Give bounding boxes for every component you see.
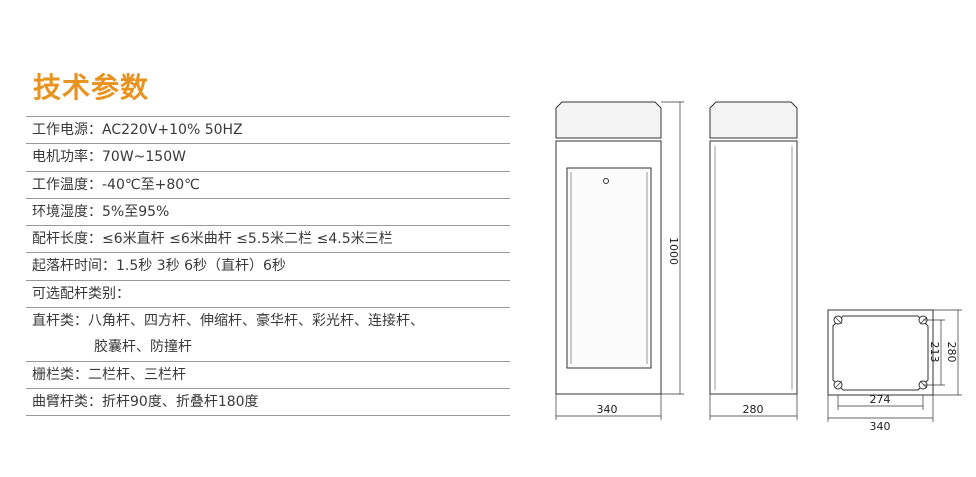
section-title: 技术参数 bbox=[33, 71, 150, 104]
front-view-drawing bbox=[555, 101, 684, 420]
base-outer-height-label: 280 bbox=[945, 342, 958, 363]
spec-row-optional-poles: 可选配杆类别： bbox=[26, 279, 510, 307]
base-view-drawing bbox=[827, 309, 962, 422]
spec-row-straight-poles: 直杆类：八角杆、四方杆、伸缩杆、豪华杆、彩光杆、连接杆、 bbox=[26, 307, 510, 334]
spec-row-humidity: 环境湿度：5%至95% bbox=[26, 197, 510, 225]
spec-row-curved-poles: 曲臂杆类：折杆90度、折叠杆180度 bbox=[26, 387, 510, 417]
spec-row-power: 工作电源：AC220V+10% 50HZ bbox=[26, 116, 510, 143]
spec-row-fence-poles: 栅栏类：二栏杆、三栏杆 bbox=[26, 360, 510, 388]
spec-row-straight-poles-cont: 胶囊杆、防撞杆 bbox=[94, 339, 192, 356]
base-outer-width-label: 340 bbox=[870, 420, 891, 433]
spec-row-motor: 电机功率：70W~150W bbox=[26, 143, 510, 170]
front-width-label: 340 bbox=[597, 403, 618, 416]
spec-table: 工作电源：AC220V+10% 50HZ 电机功率：70W~150W 工作温度：… bbox=[26, 116, 510, 417]
base-inner-height-label: 213 bbox=[928, 342, 941, 363]
base-inner-width-label: 274 bbox=[870, 393, 891, 406]
front-height-label: 1000 bbox=[667, 237, 680, 265]
spec-row-temperature: 工作温度：-40℃至+80℃ bbox=[26, 170, 510, 198]
spec-row-pole-length: 配杆长度：≤6米直杆 ≤6米曲杆 ≤5.5米二栏 ≤4.5米三栏 bbox=[26, 225, 510, 252]
side-width-label: 280 bbox=[743, 403, 764, 416]
side-view-drawing bbox=[709, 101, 798, 420]
spec-row-lift-time: 起落杆时间：1.5秒 3秒 6秒（直杆）6秒 bbox=[26, 252, 510, 279]
